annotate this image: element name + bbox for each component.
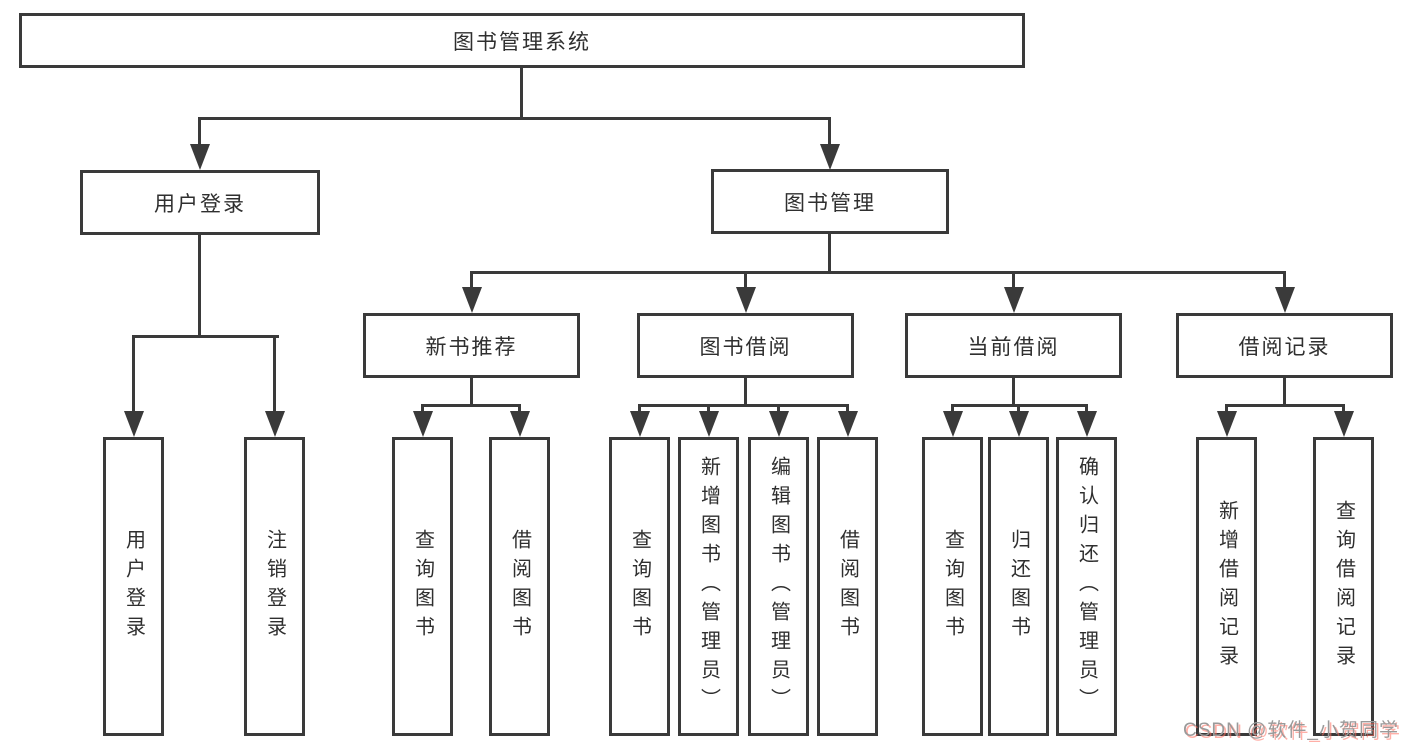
connector-line [198, 117, 831, 120]
connector-line [1225, 404, 1228, 416]
arrowhead-down-icon [630, 411, 650, 437]
leaf-add-book-admin: 新增图书（管理员） [678, 437, 739, 736]
arrowhead-down-icon [1275, 287, 1295, 313]
connector-line [273, 335, 276, 417]
node-label: 当前借阅 [967, 335, 1060, 359]
connector-line [828, 117, 831, 165]
connector-line [132, 335, 279, 338]
csdn-watermark: CSDN @软件_小贺同学 [1183, 720, 1399, 741]
connector-line [1225, 404, 1345, 407]
connector-line [638, 404, 849, 407]
arrowhead-down-icon [1217, 411, 1237, 437]
leaf-label: 查询图书 [628, 528, 651, 645]
arrowhead-down-icon [838, 411, 858, 437]
connector-line [520, 66, 523, 118]
node-book-borrow: 图书借阅 [637, 313, 854, 378]
connector-line [1012, 271, 1015, 293]
arrowhead-down-icon [1334, 411, 1354, 437]
arrowhead-down-icon [1077, 411, 1097, 437]
leaf-label: 借阅图书 [836, 528, 859, 645]
leaf-label: 查询借阅记录 [1332, 499, 1355, 674]
leaf-borrow-books-recommend: 借阅图书 [489, 437, 550, 736]
leaf-edit-book-admin: 编辑图书（管理员） [748, 437, 809, 736]
connector-line [470, 271, 1286, 274]
leaf-query-books-borrow: 查询图书 [609, 437, 670, 736]
connector-line [198, 235, 201, 336]
connector-line [828, 234, 831, 273]
leaf-label: 注销登录 [263, 528, 286, 645]
connector-line [777, 404, 780, 416]
arrowhead-down-icon [190, 144, 210, 170]
arrowhead-down-icon [265, 411, 285, 437]
leaf-label: 查询图书 [411, 528, 434, 645]
node-new-book-recommend: 新书推荐 [363, 313, 580, 378]
arrowhead-down-icon [413, 411, 433, 437]
arrowhead-down-icon [699, 411, 719, 437]
connector-line [638, 404, 641, 416]
leaf-logout: 注销登录 [244, 437, 305, 736]
connector-line [132, 335, 135, 417]
connector-line [1283, 378, 1286, 407]
connector-line [1085, 404, 1088, 416]
arrowhead-down-icon [1004, 287, 1024, 313]
arrowhead-down-icon [736, 287, 756, 313]
leaf-label: 确认归还（管理员） [1075, 456, 1098, 717]
connector-line [518, 404, 521, 416]
arrowhead-down-icon [124, 411, 144, 437]
connector-line [1342, 404, 1345, 416]
arrowhead-down-icon [769, 411, 789, 437]
leaf-label: 编辑图书（管理员） [767, 456, 790, 717]
leaf-label: 查询图书 [941, 528, 964, 645]
leaf-label: 新增图书（管理员） [697, 456, 720, 717]
node-user-login: 用户登录 [80, 170, 320, 235]
connector-line [951, 404, 954, 416]
connector-line [1017, 404, 1020, 416]
leaf-user-login: 用户登录 [103, 437, 164, 736]
node-current-borrow: 当前借阅 [905, 313, 1122, 378]
node-label: 用户登录 [154, 192, 246, 216]
connector-line [421, 404, 520, 407]
leaf-query-books-current: 查询图书 [922, 437, 983, 736]
connector-line [744, 271, 747, 293]
connector-line [1283, 271, 1286, 293]
connector-line [1012, 378, 1015, 407]
leaf-label: 新增借阅记录 [1215, 499, 1238, 674]
connector-line [744, 378, 747, 407]
node-borrow-records: 借阅记录 [1176, 313, 1393, 378]
leaf-label: 借阅图书 [508, 528, 531, 645]
node-book-management-system: 图书管理系统 [19, 13, 1025, 68]
leaf-add-borrow-record: 新增借阅记录 [1196, 437, 1257, 736]
arrowhead-down-icon [820, 144, 840, 170]
arrowhead-down-icon [462, 287, 482, 313]
node-label: 图书管理系统 [453, 30, 591, 54]
leaf-return-book: 归还图书 [988, 437, 1049, 736]
arrowhead-down-icon [510, 411, 530, 437]
leaf-query-books-recommend: 查询图书 [392, 437, 453, 736]
leaf-label: 用户登录 [122, 528, 145, 645]
leaf-query-borrow-record: 查询借阅记录 [1313, 437, 1374, 736]
connector-line [846, 404, 849, 416]
connector-line [470, 271, 473, 293]
leaf-borrow-books: 借阅图书 [817, 437, 878, 736]
leaf-confirm-return-admin: 确认归还（管理员） [1056, 437, 1117, 736]
node-label: 借阅记录 [1238, 335, 1331, 359]
connector-line [198, 117, 201, 165]
node-label: 新书推荐 [425, 335, 518, 359]
connector-line [421, 404, 424, 416]
connector-line [470, 378, 473, 407]
node-label: 图书借阅 [699, 335, 792, 359]
node-label: 图书管理 [784, 191, 876, 215]
arrowhead-down-icon [943, 411, 963, 437]
leaf-label: 归还图书 [1007, 528, 1030, 645]
connector-line [707, 404, 710, 416]
arrowhead-down-icon [1009, 411, 1029, 437]
node-book-management: 图书管理 [711, 169, 949, 234]
